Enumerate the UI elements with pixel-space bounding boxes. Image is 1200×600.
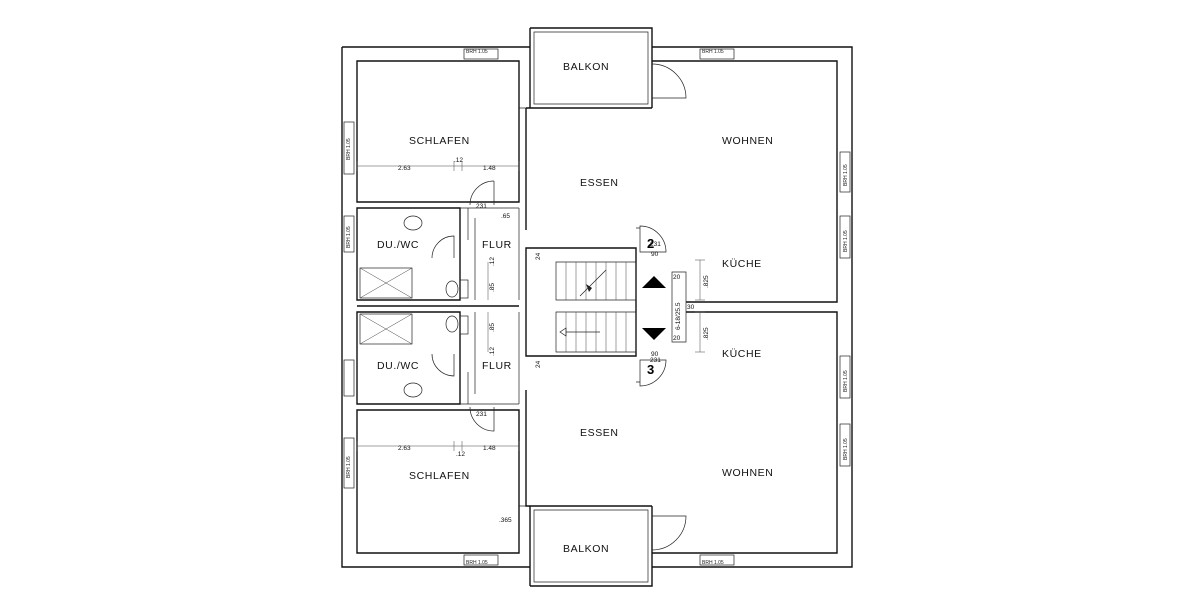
room-label-duwc-bottom: DU./WC — [377, 360, 419, 372]
arrow-down-icon — [642, 328, 666, 340]
room-label-schlafen-bottom: SCHLAFEN — [409, 470, 470, 482]
window-tags: BRH 1.05 BRH 1.05 BRH 1.05 BRH 1.05 BRH … — [346, 49, 849, 566]
dim-flur-12-bottom: .12 — [489, 347, 496, 356]
washbasin-icon — [403, 382, 423, 398]
bath-walls — [356, 207, 520, 405]
shower-icon — [359, 267, 413, 299]
dim-flur-85-top: .85 — [489, 283, 496, 292]
dim-flur-85-bottom: .85 — [489, 323, 496, 332]
dim-door-90-a: 90 — [651, 251, 659, 258]
staircase — [525, 225, 687, 387]
arrow-up-icon — [642, 276, 666, 288]
stair-number-upper: 2 — [647, 236, 654, 251]
room-labels: BALKON BALKON WOHNEN WOHNEN ESSEN ESSEN … — [377, 61, 773, 555]
dim-schlafen-bottom-mid: .12 — [456, 451, 465, 458]
washbasin-icon — [403, 215, 423, 231]
dim-schlafen-top-left: 2.63 — [398, 165, 411, 172]
dim-stair-24-b: 24 — [535, 360, 542, 368]
fixtures — [359, 215, 469, 398]
dim-stair-20-a: 20 — [673, 274, 681, 281]
toilet-icon — [445, 315, 459, 333]
dim-kueche-825-bottom: .825 — [703, 327, 710, 340]
dim-schlafen-bottom-right: 1.48 — [483, 445, 496, 452]
shower-icon — [359, 313, 413, 345]
dim-schlafen-top-right: 1.48 — [483, 165, 496, 172]
dim-flur-65: .65 — [501, 213, 510, 220]
brh-bottom-right: BRH 1.05 — [702, 560, 724, 566]
room-label-flur-bottom: FLUR — [482, 360, 512, 372]
dim-door-231-d: 231 — [650, 357, 661, 364]
brh-left-bottom: BRH 1.05 — [346, 456, 352, 478]
room-label-balkon-bottom: BALKON — [563, 543, 609, 555]
room-label-balkon-top: BALKON — [563, 61, 609, 73]
dim-schlafen-top-mid: .12 — [454, 157, 463, 164]
dim-door-231-b: 231 — [476, 411, 487, 418]
dim-door-90-b: 90 — [651, 351, 659, 358]
brh-left-wc-top: BRH 1.05 — [346, 226, 352, 248]
dimension-lines — [356, 161, 705, 451]
dim-kueche-825-top: .825 — [703, 275, 710, 288]
outer-walls — [341, 46, 853, 568]
dim-stair-24-a: 24 — [535, 252, 542, 260]
stair-number-lower: 3 — [647, 362, 654, 377]
dim-flur-12-top: .12 — [489, 257, 496, 266]
brh-bottom-left: BRH 1.05 — [466, 560, 488, 566]
room-label-wohnen-top: WOHNEN — [722, 135, 773, 147]
brh-right-3: BRH 1.05 — [843, 370, 849, 392]
dimension-labels: 2.63 .12 1.48 2.63 .12 1.48 .65 .365 231… — [398, 157, 710, 524]
room-label-schlafen-top: SCHLAFEN — [409, 135, 470, 147]
dim-stair-30: 30 — [687, 304, 695, 311]
dim-stair-20-b: 20 — [673, 335, 681, 342]
brh-top-right: BRH 1.05 — [702, 49, 724, 55]
dim-door-231-a: 231 — [476, 203, 487, 210]
brh-right-1: BRH 1.05 — [843, 164, 849, 186]
toilet-icon — [445, 280, 459, 298]
balcony-bottom — [529, 506, 653, 587]
brh-top-left: BRH 1.05 — [466, 49, 488, 55]
windows — [343, 48, 851, 566]
balcony-top — [529, 27, 653, 108]
schlafen-bottom-room — [356, 409, 520, 554]
room-label-kueche-top: KÜCHE — [722, 258, 762, 270]
door-swings — [431, 63, 687, 551]
room-label-duwc-top: DU./WC — [377, 239, 419, 251]
brh-left-top: BRH 1.05 — [346, 138, 352, 160]
dim-essen-365: .365 — [499, 517, 512, 524]
dim-door-231-c: 231 — [650, 241, 661, 248]
dim-stair-vertical: 6-18/25.5 — [675, 302, 682, 330]
room-label-essen-top: ESSEN — [580, 177, 619, 189]
room-label-flur-top: FLUR — [482, 239, 512, 251]
room-label-kueche-bottom: KÜCHE — [722, 348, 762, 360]
room-label-wohnen-bottom: WOHNEN — [722, 467, 773, 479]
room-label-essen-bottom: ESSEN — [580, 427, 619, 439]
dim-schlafen-bottom-left: 2.63 — [398, 445, 411, 452]
brh-right-4: BRH 1.05 — [843, 438, 849, 460]
schlafen-top-room — [356, 60, 520, 203]
brh-right-2: BRH 1.05 — [843, 230, 849, 252]
